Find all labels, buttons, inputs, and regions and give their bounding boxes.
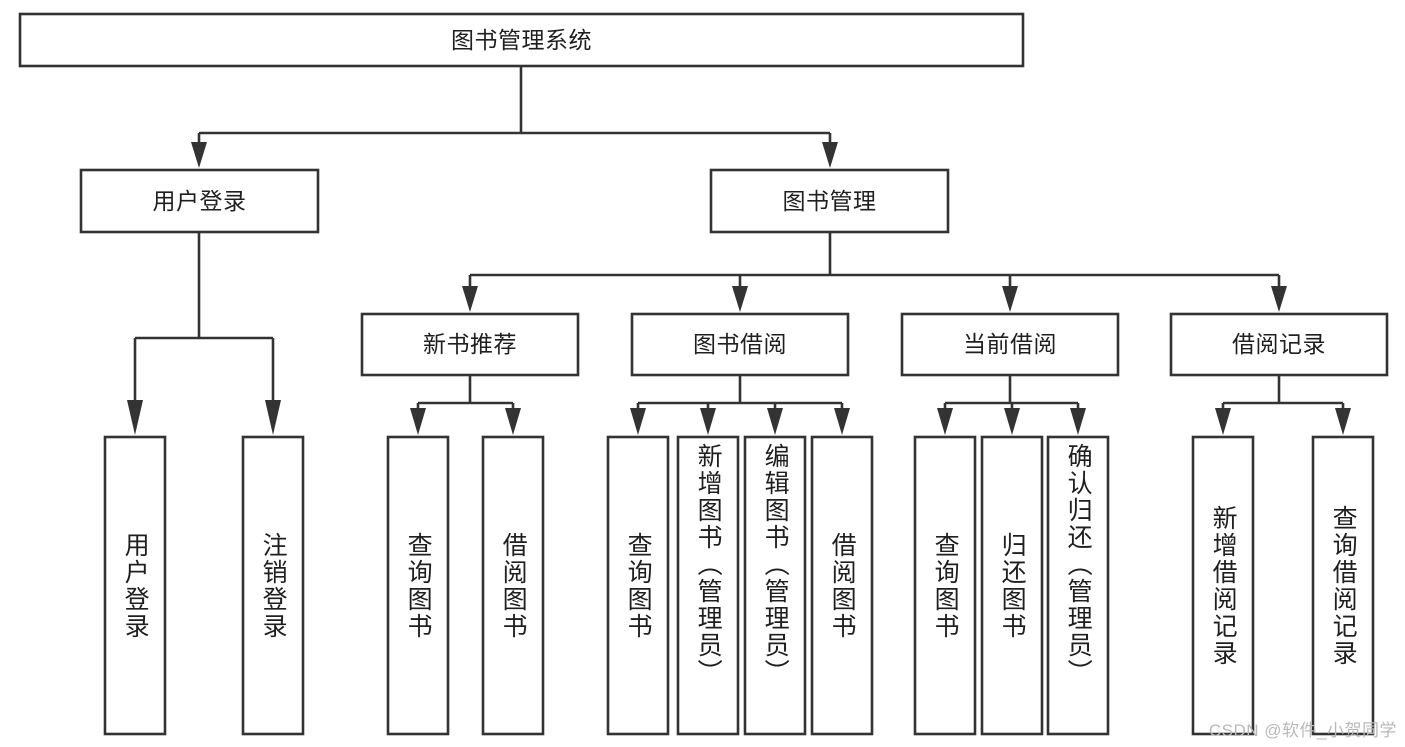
arrow-borrow-leaf3-icon [767, 408, 783, 435]
arrow-bm-to-borrow-icon [732, 286, 748, 312]
node-box-leaf-confirm-return-admin[interactable] [1046, 435, 1110, 736]
arrow-borrow-leaf1-icon [630, 408, 646, 435]
node-box-leaf-borrow-book[interactable] [810, 435, 874, 736]
arrow-borrow-leaf2-icon [700, 408, 716, 435]
node-box-leaf-borrow-book-recommend[interactable] [481, 435, 545, 736]
arrow-user-login-leaf2-icon [265, 400, 281, 435]
node-box-leaf-add-borrow-record[interactable] [1191, 435, 1255, 736]
node-box-leaf-query-book-recommend[interactable] [386, 435, 450, 736]
arrow-record-leaf2-icon [1335, 408, 1351, 435]
node-box-leaf-user-login[interactable] [103, 435, 167, 736]
arrow-current-leaf3-icon [1070, 408, 1086, 435]
arrow-current-leaf2-icon [1004, 408, 1020, 435]
arrow-root-to-book-management-icon [822, 142, 838, 168]
arrow-bm-to-recommend-icon [462, 286, 478, 312]
node-box-leaf-edit-book-admin[interactable] [743, 435, 807, 736]
arrow-bm-to-current-icon [1002, 286, 1018, 312]
arrow-current-leaf1-icon [937, 408, 953, 435]
node-box-new-book-recommend[interactable] [360, 312, 580, 377]
node-box-borrow-record[interactable] [1169, 312, 1389, 377]
node-box-book-management[interactable] [709, 168, 950, 234]
arrow-user-login-leaf1-icon [127, 400, 143, 435]
node-box-root[interactable] [18, 12, 1025, 68]
node-box-leaf-query-borrow-record[interactable] [1311, 435, 1375, 736]
node-box-leaf-logout[interactable] [241, 435, 305, 736]
node-box-leaf-query-book-borrow[interactable] [606, 435, 670, 736]
arrow-borrow-leaf4-icon [834, 408, 850, 435]
node-box-user-login[interactable] [79, 168, 320, 234]
arrow-record-leaf1-icon [1215, 408, 1231, 435]
node-box-leaf-add-book-admin[interactable] [676, 435, 740, 736]
node-box-leaf-query-book-current[interactable] [913, 435, 977, 736]
arrow-recommend-leaf2-icon [505, 408, 521, 435]
node-box-leaf-return-book[interactable] [980, 435, 1044, 736]
csdn-watermark: CSDN @软件_小贺同学 [1208, 721, 1397, 740]
node-box-book-borrow[interactable] [630, 312, 850, 377]
arrow-recommend-leaf1-icon [410, 408, 426, 435]
node-box-current-borrow[interactable] [900, 312, 1120, 377]
arrow-bm-to-record-icon [1271, 286, 1287, 312]
arrow-root-to-user-login-icon [191, 142, 207, 168]
